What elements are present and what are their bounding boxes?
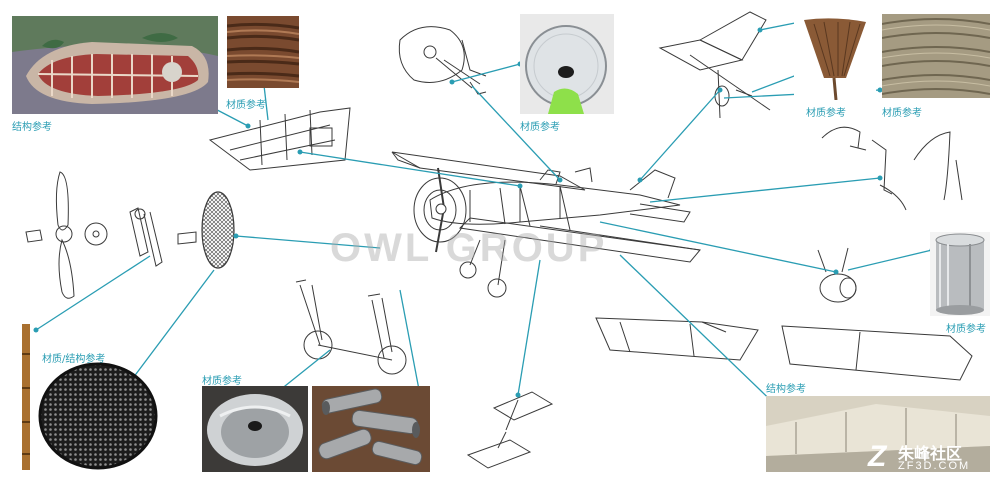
- control-stick-sketch: [466, 391, 554, 469]
- hook-sketches: [821, 126, 963, 211]
- material-ref-can-caption: 材质参考: [946, 324, 986, 335]
- wood-texture-photo: [227, 16, 299, 88]
- owl-group-watermark: OWL GROUP: [330, 226, 607, 271]
- material-ref-broom-caption: 材质参考: [806, 108, 846, 119]
- propeller-exploded-sketch: [25, 171, 197, 299]
- metal-tubes-photo: [312, 386, 430, 472]
- material-ref-wood-caption: 材质参考: [226, 100, 266, 111]
- material-ref-rope-caption: 材质参考: [882, 108, 922, 119]
- material-ref-lid-caption: 材质参考: [520, 122, 560, 133]
- landing-gear-sketch: [295, 279, 407, 375]
- tail-strut-sketch: [658, 11, 771, 119]
- airplane-sketch: [391, 151, 701, 298]
- fuselage-structure-photo: [12, 16, 218, 114]
- pot-lid-photo: [520, 14, 614, 114]
- leader-lines: [35, 17, 933, 416]
- structure-ref-fuselage-caption: 结构参考: [12, 122, 52, 133]
- structure-ref-wing-caption: 结构参考: [766, 384, 806, 395]
- wheel-fairing-sketch: [817, 247, 857, 303]
- zf3d-site-url: ZF3D.COM: [898, 460, 971, 472]
- grille-sketch: [201, 191, 235, 269]
- rope-photo: [882, 14, 990, 98]
- mesh-grille-photo: [38, 362, 158, 470]
- steel-pot-photo: [202, 386, 308, 472]
- fuselage-interior-sketch: [208, 107, 351, 171]
- zf3d-site-name: 朱峰社区: [898, 444, 963, 463]
- owl-group-watermark-text: OWL GROUP: [330, 226, 608, 270]
- zf3d-z-icon: Z: [868, 440, 887, 473]
- wing-structure-photo: [766, 396, 990, 472]
- material-ref-pot-caption: 材质参考: [202, 376, 242, 387]
- bamboo-photo: [18, 324, 34, 470]
- material-structure-ref-bamboo-caption: 材质/结构参考: [42, 354, 106, 365]
- zf3d-logo: Z 朱峰社区 ZF3D.COM: [868, 438, 994, 478]
- broom-photo: [794, 14, 876, 100]
- tin-can-photo: [930, 232, 990, 316]
- wing-panel-sketches: [595, 317, 973, 381]
- lid-hub-sketch: [398, 26, 487, 95]
